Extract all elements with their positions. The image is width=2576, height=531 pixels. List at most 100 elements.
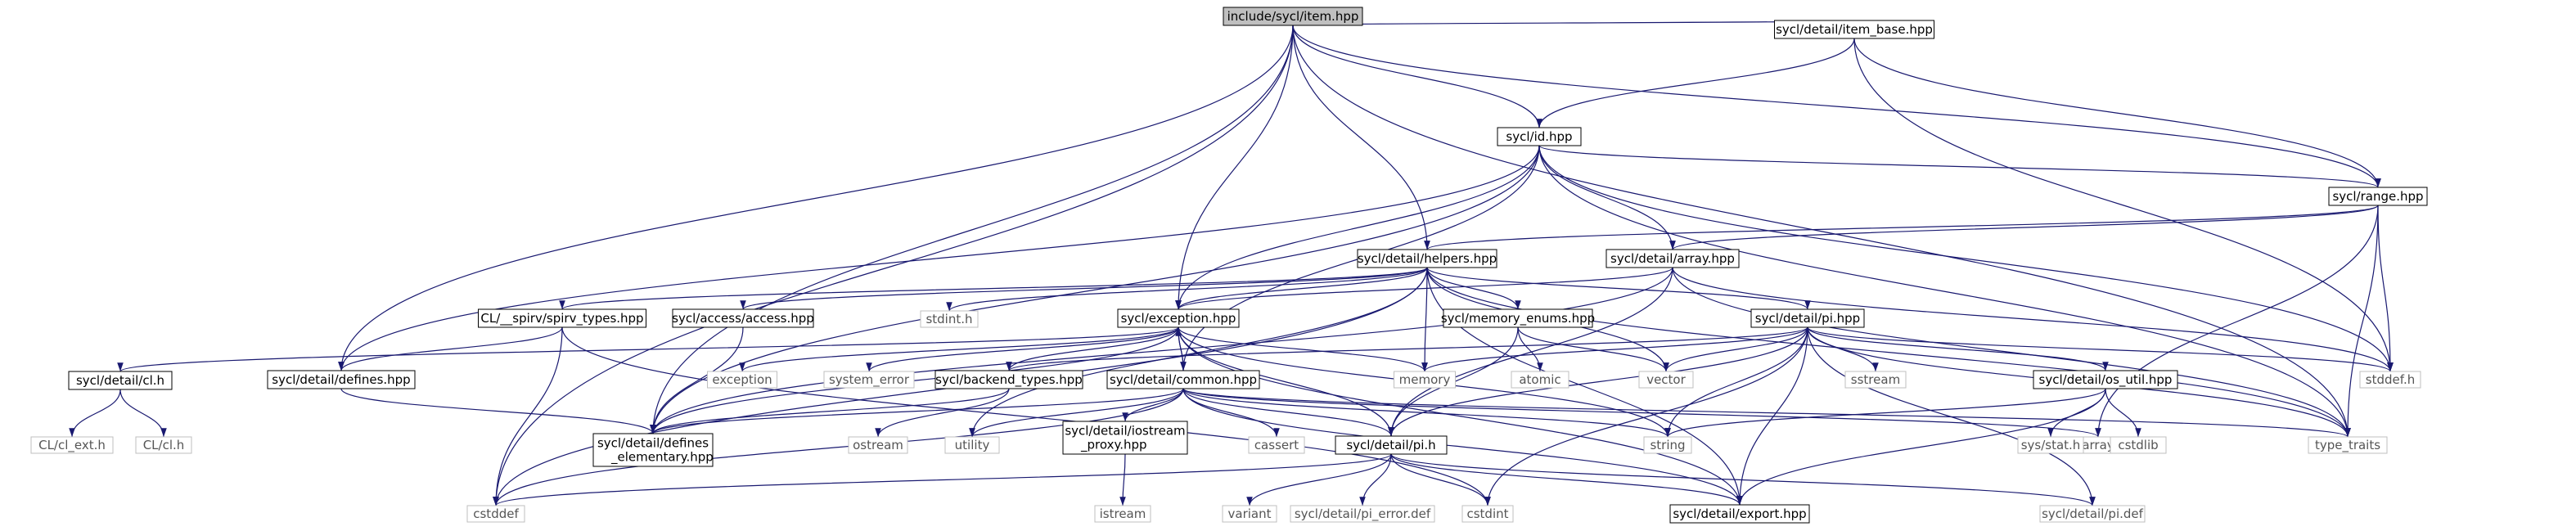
node-box (1669, 504, 1810, 524)
edge-common-to-pi_h (1182, 388, 1394, 437)
node-access[interactable]: sycl/access/access.hpp (672, 308, 814, 328)
edge-pi_h-to-pi_def (1390, 453, 2096, 506)
edge-item-to-helpers (1292, 25, 1430, 250)
node-stdint: stdint.h (920, 310, 979, 328)
edge-array-to-stddef_h (1672, 267, 2394, 372)
node-box (1117, 308, 1240, 328)
node-os-util[interactable]: sycl/detail/os_util.hpp (2033, 370, 2178, 389)
edge-pi_hpp-to-backend_types (1006, 326, 1808, 371)
edge-common-to-cstddef (493, 388, 1184, 506)
node-label: sycl/detail/helpers.hpp (1358, 251, 1497, 266)
node-item-base[interactable]: sycl/detail/item_base.hpp (1774, 20, 1934, 39)
edge-helpers-to-memory (1421, 267, 1428, 372)
node-label: sycl/detail/pi.hpp (1755, 311, 1860, 326)
node-pi-hpp[interactable]: sycl/detail/pi.hpp (1750, 308, 1865, 328)
node-common[interactable]: sycl/detail/common.hpp (1106, 370, 1260, 389)
node-box (1394, 371, 1456, 389)
node-backend-types[interactable]: sycl/backend_types.hpp (934, 370, 1083, 389)
edge-common-to-defines_elem (650, 388, 1184, 434)
node-box (2359, 371, 2421, 389)
node-export[interactable]: sycl/detail/export.hpp (1669, 504, 1810, 524)
node-label: variant (1228, 506, 1272, 521)
edge-spirv_types-to-cstdint (561, 326, 1491, 506)
edge-id-to-exception (1175, 145, 1540, 310)
node-box (30, 436, 114, 454)
node-box (2308, 436, 2388, 454)
node-label: sycl/backend_types.hpp (935, 372, 1083, 388)
node-exception-std: exception (707, 371, 777, 389)
node-box (2328, 187, 2428, 206)
node-system-error: system_error (823, 371, 915, 389)
node-id[interactable]: sycl/id.hpp (1497, 127, 1582, 146)
node-ostream: ostream (848, 436, 908, 454)
edge-id-to-type_traits (1538, 145, 2351, 438)
node-label: cstddef (473, 506, 519, 521)
node-box (2039, 505, 2146, 523)
node-label: _proxy.hpp (1080, 438, 1147, 453)
node-label: _elementary.hpp (610, 450, 714, 466)
edge-item-to-cstddef (493, 25, 1294, 506)
edge-pi_h-to-pi_error_def (1359, 453, 1392, 506)
node-item[interactable]: include/sycl/item.hpp (1223, 7, 1363, 26)
edge-array-to-exception (1175, 267, 1673, 310)
node-box (1774, 20, 1934, 39)
node-label: include/sycl/item.hpp (1227, 9, 1359, 24)
node-array[interactable]: sycl/detail/array.hpp (1605, 249, 1740, 268)
edge-helpers-to-access (740, 267, 1428, 310)
node-sstream: sstream (1844, 371, 1907, 389)
edge-helpers-to-spirv_types (559, 267, 1428, 310)
node-memory: memory (1394, 371, 1456, 389)
edge-range-to-helpers (1424, 205, 2379, 250)
edge-exception-to-memory (1178, 326, 1428, 372)
edge-pi_h-to-cstdint (1390, 453, 1491, 506)
node-memory-enums[interactable]: sycl/memory_enums.hpp (1441, 308, 1595, 328)
node-spirv-types[interactable]: CL/__spirv/spirv_types.hpp (478, 308, 646, 328)
node-label: sstream (1851, 372, 1900, 387)
node-label: sycl/detail/defines (597, 436, 709, 451)
edge-exception-to-cl_h (117, 326, 1179, 372)
node-box (1248, 436, 1305, 454)
node-box (823, 371, 915, 389)
edge-array-to-type_traits (1672, 267, 2351, 438)
node-label: system_error (829, 372, 910, 388)
edge-item-to-id (1292, 25, 1542, 128)
node-label: cassert (1254, 438, 1299, 452)
node-label: sycl/access/access.hpp (672, 311, 814, 326)
edge-pi_hpp-to-stddef_h (1807, 326, 2394, 372)
node-label: sycl/detail/pi_error.def (1295, 506, 1431, 522)
node-box (2033, 370, 2178, 389)
edge-item-to-defines_elem (650, 25, 1294, 434)
node-string: string (1643, 436, 1692, 454)
node-label: exception (712, 372, 772, 387)
node-cstdint: cstdint (1461, 505, 1514, 523)
node-exception[interactable]: sycl/exception.hpp (1117, 308, 1240, 328)
node-defines[interactable]: sycl/detail/defines.hpp (267, 370, 416, 389)
node-box (1222, 505, 1277, 523)
edge-item-to-range (1292, 25, 2381, 188)
node-cl-h[interactable]: sycl/detail/cl.h (68, 371, 173, 390)
node-label: sycl/detail/os_util.hpp (2039, 372, 2173, 388)
node-iostream-proxy[interactable]: sycl/detail/iostream_proxy.hpp (1062, 421, 1188, 455)
edge-exception-to-system_error (866, 326, 1179, 372)
edge-pi_hpp-to-pi_h (1388, 326, 1808, 437)
edge-spirv_types-to-defines (338, 326, 563, 371)
node-box (1643, 436, 1692, 454)
node-pi-h[interactable]: sycl/detail/pi.h (1335, 435, 1448, 455)
node-defines-elem[interactable]: sycl/detail/defines_elementary.hpp (592, 433, 714, 467)
node-helpers[interactable]: sycl/detail/helpers.hpp (1357, 249, 1497, 268)
node-range[interactable]: sycl/range.hpp (2328, 187, 2428, 206)
edge-item-to-item_base (1292, 20, 1856, 30)
node-label: ostream (853, 438, 903, 452)
edge-pi_h-to-variant (1246, 453, 1392, 506)
node-cstdlib: cstdlib (2110, 436, 2167, 454)
node-box (707, 371, 777, 389)
edge-os_util-to-string (1664, 388, 2106, 438)
edge-backend_types-to-defines_elem (650, 388, 1010, 434)
node-box (1638, 371, 1694, 389)
edge-pi_h-to-export (1390, 453, 1743, 506)
node-box (1511, 371, 1569, 389)
edge-common-to-string (1182, 388, 1671, 438)
node-box (2017, 436, 2084, 454)
edge-item-to-exception (1175, 25, 1294, 310)
